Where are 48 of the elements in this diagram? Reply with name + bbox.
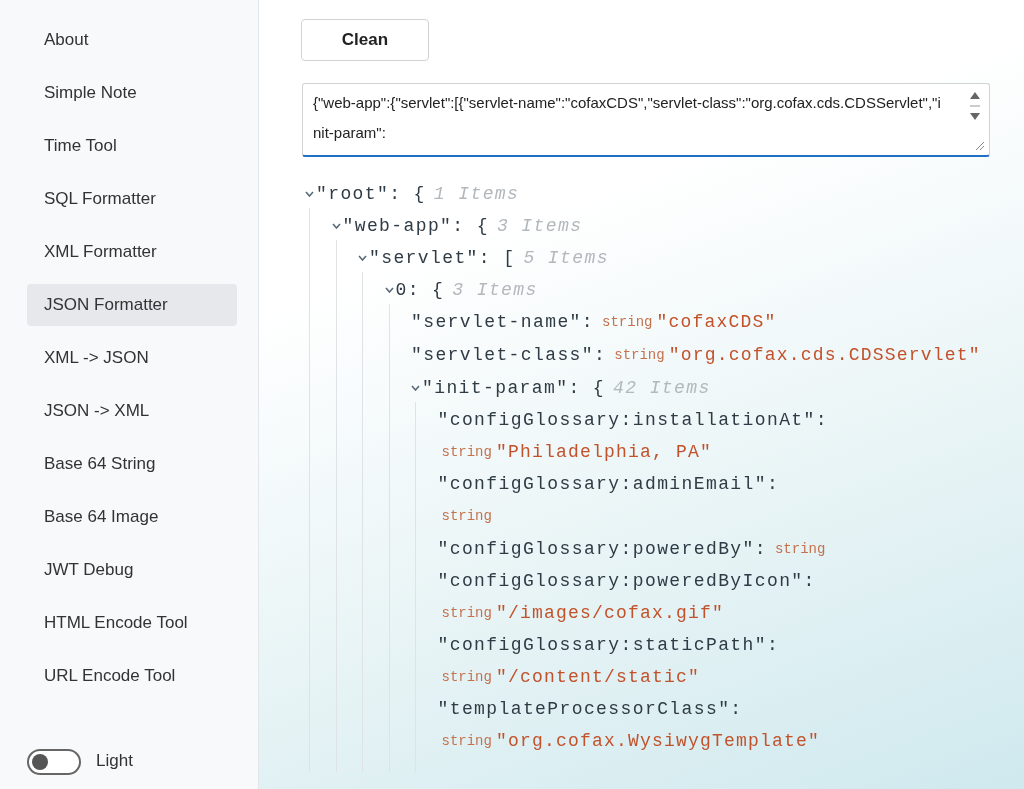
nav-item: Simple Note <box>43 82 138 104</box>
item-count: 3 Items <box>496 216 583 236</box>
string-value: "Philadelphia, PA" <box>495 442 712 462</box>
type-tag: string <box>602 314 653 330</box>
nav-item: JWT Debug <box>43 559 135 581</box>
nav-item: Base 64 Image <box>43 506 160 528</box>
json-key: "servlet-name": <box>411 312 595 332</box>
json-key: "init-param": { <box>422 378 606 398</box>
string-value: "org.cofax.cds.CDSServlet" <box>668 345 981 365</box>
type-tag: string <box>441 669 492 685</box>
type-tag: string <box>441 508 492 524</box>
type-tag: string <box>614 347 665 363</box>
selected-nav-item: JSON Formatter <box>27 284 237 326</box>
json-key: "servlet-class": <box>411 345 607 365</box>
json-key: "configGlossary:adminEmail": <box>437 474 780 494</box>
nav-item: Time Tool <box>43 135 118 157</box>
item-count: 5 Items <box>523 248 609 268</box>
item-count: 1 Items <box>433 184 520 204</box>
nav-item: URL Encode Tool <box>43 665 177 687</box>
nav-item: XML Formatter <box>43 241 158 263</box>
nav-item: SQL Formatter <box>43 188 157 210</box>
string-value: "org.cofax.WysiwygTemplate" <box>495 731 820 751</box>
json-key: 0: { <box>395 280 445 300</box>
json-key: "templateProcessorClass": <box>437 699 743 719</box>
toggle-label: Light <box>96 751 133 771</box>
type-tag: string <box>441 605 492 621</box>
type-tag: string <box>774 541 826 557</box>
json-input-field: {"web-app":{"servlet":[{"servlet-name":"cofaxCDS","servlet-class":"org.cofax.cds.CDSServlet","init-param": <box>302 83 990 157</box>
item-count: 3 Items <box>452 280 538 300</box>
clean-button: Clean <box>301 19 429 61</box>
json-key: "configGlossary:poweredBy": <box>437 539 767 559</box>
json-key: "configGlossary:installationAt": <box>437 410 828 430</box>
string-value: "/images/cofax.gif" <box>495 603 724 623</box>
type-tag: string <box>441 733 492 749</box>
json-key: "configGlossary:staticPath": <box>437 635 780 655</box>
item-count: 42 Items <box>613 378 711 398</box>
nav-item: Base 64 String <box>43 453 157 475</box>
string-value: "cofaxCDS" <box>656 312 777 332</box>
json-key: "root": { <box>316 184 426 204</box>
nav-item: XML -> JSON <box>43 347 150 369</box>
json-key: "web-app": { <box>342 216 489 236</box>
nav-item: JSON -> XML <box>43 400 151 422</box>
nav-item: About <box>43 29 90 51</box>
type-tag: string <box>441 444 492 460</box>
json-key: "servlet": [ <box>369 248 516 268</box>
json-key: "configGlossary:poweredByIcon": <box>437 571 816 591</box>
string-value: "/content/static" <box>495 667 700 687</box>
nav-item: HTML Encode Tool <box>43 612 189 634</box>
